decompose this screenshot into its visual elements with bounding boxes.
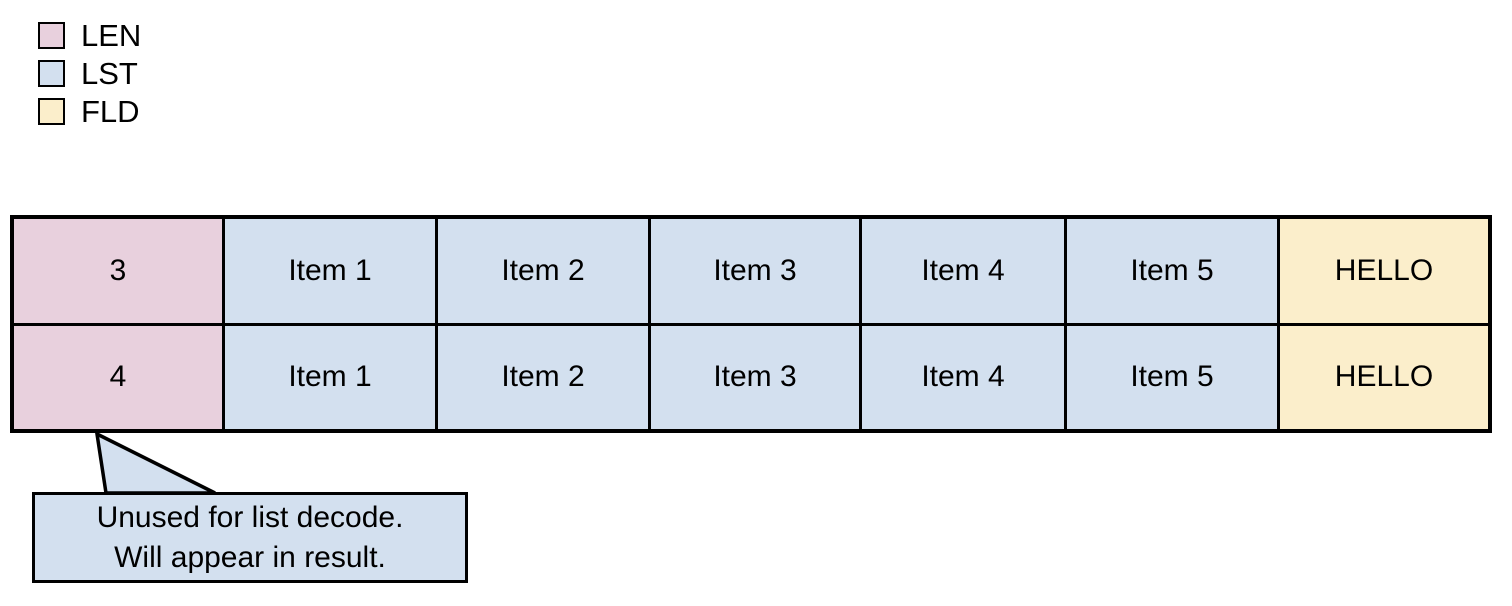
table-row: 3 Item 1 Item 2 Item 3 Item 4 Item 5 HEL… bbox=[14, 219, 1488, 326]
legend: LEN LST FLD bbox=[38, 16, 338, 130]
tail-seam bbox=[100, 436, 212, 493]
legend-item-len: LEN bbox=[38, 16, 338, 54]
callout-line-1: Unused for list decode. bbox=[96, 500, 404, 534]
cell-item1-row2: Item 1 bbox=[225, 325, 438, 429]
cell-item4-row1: Item 4 bbox=[862, 219, 1067, 323]
cell-fld-row1: HELLO bbox=[1280, 219, 1488, 323]
legend-swatch-len bbox=[38, 21, 65, 49]
cell-len-row1: 3 bbox=[14, 219, 225, 323]
cell-item5-row1: Item 5 bbox=[1067, 219, 1280, 323]
cell-item1-row1: Item 1 bbox=[225, 219, 438, 323]
legend-swatch-lst bbox=[38, 59, 65, 87]
cell-item2-row2: Item 2 bbox=[438, 325, 651, 429]
legend-swatch-fld bbox=[38, 97, 65, 125]
legend-label-lst: LST bbox=[81, 55, 138, 91]
legend-label-len: LEN bbox=[81, 17, 142, 53]
legend-item-fld: FLD bbox=[38, 92, 338, 130]
legend-label-fld: FLD bbox=[81, 93, 140, 129]
legend-item-lst: LST bbox=[38, 54, 338, 92]
callout-tail-shape bbox=[94, 430, 216, 495]
table-row: 4 Item 1 Item 2 Item 3 Item 4 Item 5 HEL… bbox=[14, 325, 1488, 429]
callout-note: Unused for list decode. Will appear in r… bbox=[32, 492, 468, 583]
cell-item3-row1: Item 3 bbox=[651, 219, 862, 323]
cell-item5-row2: Item 5 bbox=[1067, 325, 1280, 429]
packet-layout-table: 3 Item 1 Item 2 Item 3 Item 4 Item 5 HEL… bbox=[10, 215, 1492, 433]
cell-len-row2: 4 bbox=[14, 325, 225, 429]
cell-item3-row2: Item 3 bbox=[651, 325, 862, 429]
cell-item4-row2: Item 4 bbox=[862, 325, 1067, 429]
callout-line-2: Will appear in result. bbox=[114, 540, 386, 574]
cell-fld-row2: HELLO bbox=[1280, 325, 1488, 429]
cell-item2-row1: Item 2 bbox=[438, 219, 651, 323]
